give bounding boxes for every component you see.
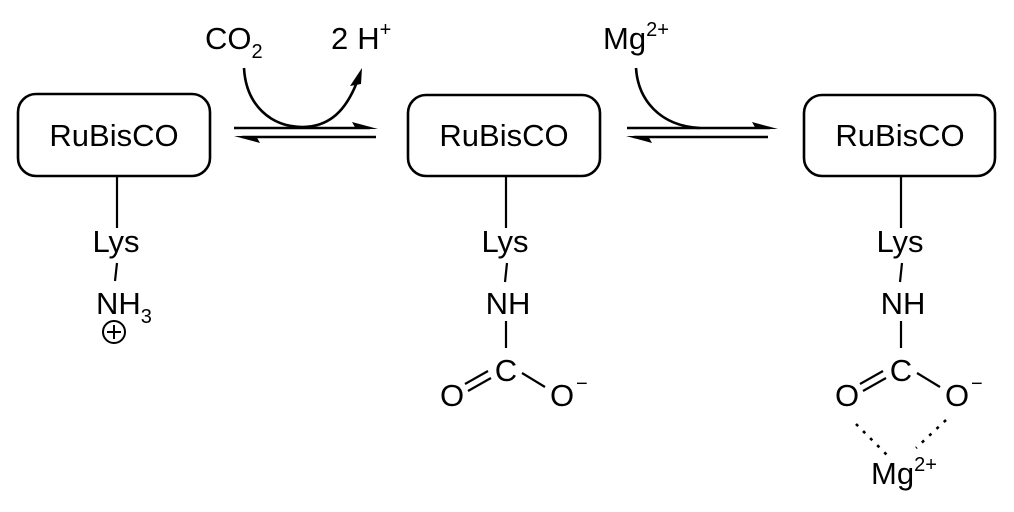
rubisco-label-2: RuBisCO xyxy=(439,118,568,153)
nh-label-3: NH xyxy=(881,286,926,321)
mg-main: Mg xyxy=(603,21,646,56)
co2-in-h-out-curved-arrow xyxy=(242,67,359,129)
oxygen-charge-3: − xyxy=(971,373,983,395)
mg-in-curved-arrow xyxy=(634,67,701,130)
protons-main: H xyxy=(357,21,379,56)
mg-ion-label: Mg2+ xyxy=(871,454,937,491)
state-1-lysine-ammonium: RuBisCO Lys NH3 xyxy=(16,92,212,344)
rubisco-box-2 xyxy=(406,93,602,178)
c-o-double-bond-b-2 xyxy=(467,377,492,392)
rubisco-box-1 xyxy=(16,92,212,178)
c-o-double-bond-b-3 xyxy=(862,377,887,392)
positive-charge-icon xyxy=(102,320,126,344)
oxygen-single-label-3: O xyxy=(945,378,969,413)
curved-arrowhead-icon xyxy=(350,68,362,86)
lys-label-1: Lys xyxy=(92,224,139,259)
forward-arrowhead-1-icon xyxy=(352,122,378,129)
step-2-equilibrium: Mg2+ xyxy=(603,19,778,143)
reverse-arrowhead-1-icon xyxy=(234,136,260,143)
rubisco-box-3 xyxy=(802,93,997,178)
mg-superscript: 2+ xyxy=(646,19,669,41)
co2-main: CO xyxy=(205,21,252,56)
nh-text-1: NH xyxy=(96,286,141,321)
lys-label-2: Lys xyxy=(481,224,528,259)
co2-subscript: 2 xyxy=(252,41,263,63)
lys-label-3: Lys xyxy=(876,224,923,259)
nh-label-2: NH xyxy=(486,286,531,321)
c-o-double-bond-a-3 xyxy=(859,370,884,385)
state-2-carbamate: RuBisCO Lys NH C O O − xyxy=(406,93,602,413)
oxygen-single-label-2: O xyxy=(550,378,574,413)
lys-n-bond-2 xyxy=(503,262,509,283)
rubisco-label-1: RuBisCO xyxy=(49,118,178,153)
reverse-arrowhead-2-icon xyxy=(626,136,652,143)
carbon-label-3: C xyxy=(890,353,912,388)
nh3-subscript: 3 xyxy=(141,306,152,328)
lys-n-bond-1 xyxy=(113,262,119,282)
forward-arrowhead-2-icon xyxy=(752,122,778,129)
lys-n-bond-3 xyxy=(898,262,904,283)
protons-superscript: + xyxy=(380,19,392,41)
rubisco-label-3: RuBisCO xyxy=(835,118,964,153)
nh3-label: NH3 xyxy=(96,286,152,328)
c-o-single-bond-3 xyxy=(916,372,941,388)
c-o-single-bond-2 xyxy=(521,372,546,388)
mg-ion-superscript: 2+ xyxy=(914,454,937,476)
state-3-mg-carbamate: RuBisCO Lys NH C O O − Mg2+ xyxy=(802,93,997,491)
mg-ion-main: Mg xyxy=(871,456,914,491)
coordination-bond-left xyxy=(855,423,888,456)
oxygen-charge-2: − xyxy=(576,373,588,395)
oxygen-double-label-2: O xyxy=(440,378,464,413)
carbon-label-2: C xyxy=(495,353,517,388)
protons-coefficient: 2 xyxy=(331,21,348,56)
co2-label: CO2 xyxy=(205,21,263,63)
coordination-bond-right xyxy=(915,419,947,449)
mg-reactant-label: Mg2+ xyxy=(603,19,669,56)
oxygen-double-label-3: O xyxy=(835,378,859,413)
c-o-double-bond-a-2 xyxy=(464,370,489,385)
